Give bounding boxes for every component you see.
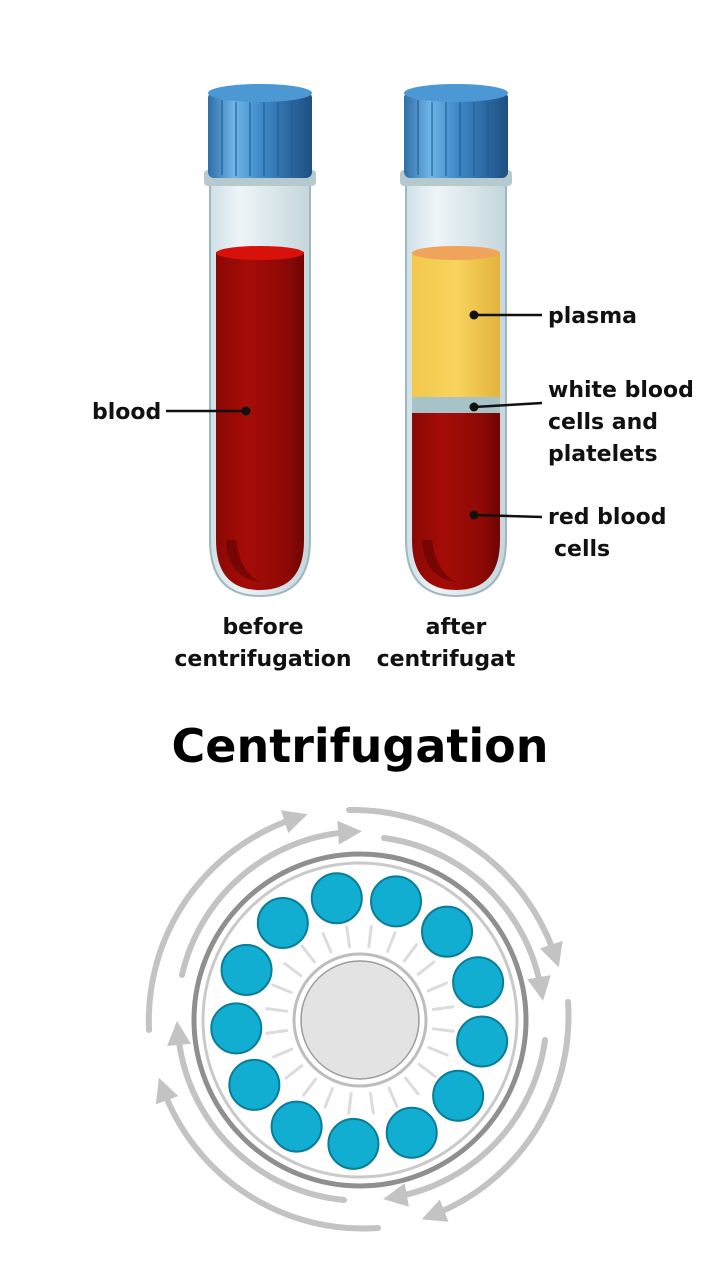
rotor-spoke [404,1076,420,1096]
page-title: Centrifugation [172,719,549,773]
rotation-arrows [145,806,572,1232]
rotor-spoke [367,925,373,949]
rotor-spoke [431,1005,455,1012]
rotor-spoke [426,981,448,993]
caption-before-line2: centrifugation [174,647,351,672]
rotor-spoke [265,1007,289,1013]
centrifuge [145,806,572,1232]
sample-tube [256,896,309,949]
label-rbc-line2: cells [554,537,610,562]
rotor-spoke [368,1091,375,1115]
rotor-spoke [416,960,436,976]
cap [400,84,512,186]
rotor-spoke [321,932,333,954]
rotation-arrow-icon [155,1077,381,1232]
sample-tube [432,1069,485,1122]
rbc-layer [412,412,500,590]
rotor-spoke [431,1027,455,1033]
buffy-coat-layer [412,396,500,413]
wbc-pointer-dot [469,402,479,412]
rotation-arrow-icon [383,1037,548,1207]
tube-after: plasma white blood cells and platelets r… [377,84,694,672]
rotor-spoke [283,962,303,978]
plasma-layer [412,252,500,397]
plasma-surface [412,246,500,260]
rotation-arrow-icon [145,810,308,1033]
cap [204,84,316,186]
rotor-spoke [323,1087,334,1109]
rotor-spoke [271,983,293,994]
rotor-spoke [345,925,352,949]
sample-tube [310,872,363,925]
rotor-spoke [300,944,316,964]
caption-after-line1: after [426,615,487,640]
sample-ring [210,872,509,1170]
label-wbc-line1: white blood [548,378,694,403]
rotor-spoke [387,1086,399,1108]
plasma-pointer-dot [469,310,479,320]
sample-tube [456,1015,509,1068]
rbc-pointer-dot [469,510,479,520]
rotation-arrow-icon [179,820,362,978]
rotor-spokes [265,925,455,1115]
label-wbc-line3: platelets [548,442,658,467]
sample-tube [421,905,474,958]
rotor-inner-ring [201,861,519,1179]
tube-before: blood before centrifugation [92,84,352,672]
rotor-spoke [265,1028,289,1035]
rotor-spoke [272,1047,294,1059]
sample-tube [370,875,423,928]
blood-pointer-dot [241,406,251,416]
sample-tube [452,956,505,1009]
rotation-arrow-icon [167,1021,347,1203]
rotor-spoke [347,1091,353,1115]
rotor-hub [300,960,420,1080]
caption-before-line1: before [222,615,303,640]
sample-tube [327,1117,380,1170]
rotor-spoke [427,1046,449,1057]
rotor-spoke [402,943,418,963]
sample-tube [270,1100,323,1153]
sample-tube [210,1002,263,1055]
sample-tube [228,1058,281,1111]
rbc-pointer-line [473,513,543,519]
caption-after-line2: centrifugat [377,647,516,672]
rotation-arrow-icon [421,999,572,1222]
blood-fill [216,252,304,590]
rotor-spoke [386,931,397,953]
sample-tube [385,1106,438,1159]
sample-tube [220,943,273,996]
wbc-pointer-line [473,401,543,409]
rotation-arrow-icon [346,806,563,968]
label-plasma: plasma [548,304,637,329]
label-blood: blood [92,400,161,425]
rotor-spoke [417,1062,437,1078]
blood-surface [216,246,304,260]
rotor-spoke [284,1064,304,1080]
rotation-arrow-icon [381,835,551,1001]
label-wbc-line2: cells and [548,410,658,435]
label-rbc-line1: red blood [548,505,666,530]
rotor-spoke [302,1077,318,1097]
